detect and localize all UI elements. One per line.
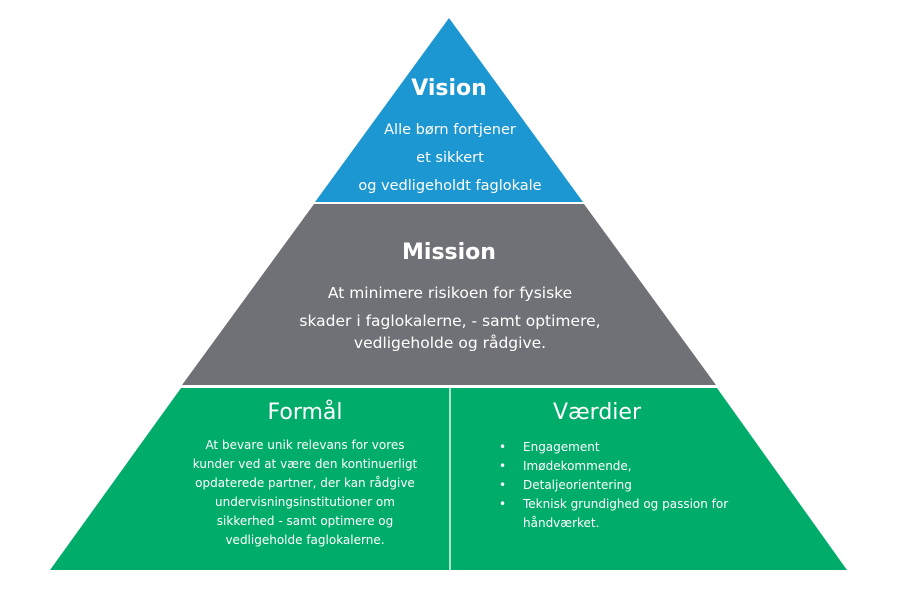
mission-title: Mission	[402, 240, 496, 265]
vaerdier-item: • Imødekommende,	[497, 457, 733, 476]
formaal-title: Formål	[267, 400, 343, 425]
mission-line: skader i faglokalerne, - samt optimere,	[299, 312, 601, 330]
formaal-line: undervisningsinstitutioner om	[215, 495, 395, 509]
mission-line: At minimere risikoen for fysiske	[327, 284, 573, 302]
formaal-line: vedligeholde faglokalerne.	[225, 533, 385, 547]
bullet-icon: •	[499, 478, 507, 492]
base-tier	[50, 388, 847, 570]
vaerdier-item: • Engagement	[497, 438, 733, 457]
formaal-line: sikkerhed - samt optimere og	[216, 514, 394, 528]
vision-line: og vedligeholdt faglokale	[358, 178, 542, 194]
vision-line: Alle børn fortjener	[384, 122, 516, 138]
vision-tier	[315, 18, 583, 202]
vision-title: Vision	[411, 76, 487, 101]
vaerdier-item-text: Imødekommende,	[523, 459, 632, 473]
vaerdier-item: • Detaljeorientering	[497, 476, 733, 495]
vision-line: et sikkert	[416, 150, 484, 166]
vaerdier-item-text: Teknisk grundighed og passion for håndvæ…	[523, 497, 729, 530]
mission-text: At minimere risikoen for fysiske skader …	[250, 282, 650, 354]
formaal-line: opdaterede partner, der kan rådgive	[195, 476, 415, 490]
vaerdier-item-text: Engagement	[523, 440, 600, 454]
vaerdier-item-text: Detaljeorientering	[523, 478, 632, 492]
vision-text: Alle børn fortjener et sikkert og vedlig…	[330, 116, 570, 200]
bullet-icon: •	[499, 497, 507, 511]
formaal-text: At bevare unik relevans for vores kunder…	[180, 436, 430, 550]
mission-tier	[182, 204, 716, 385]
bullet-icon: •	[499, 459, 507, 473]
vaerdier-list: • Engagement • Imødekommende, • Detaljeorie…	[497, 438, 733, 533]
vaerdier-item: • Teknisk grundighed og passion for håndv…	[497, 495, 733, 533]
vaerdier-title: Værdier	[553, 400, 641, 425]
mission-line: vedligeholde og rådgive.	[353, 334, 547, 352]
bullet-icon: •	[499, 440, 507, 454]
formaal-line: kunder ved at være den kontinuerligt	[192, 457, 418, 471]
formaal-line: At bevare unik relevans for vores	[205, 438, 405, 452]
